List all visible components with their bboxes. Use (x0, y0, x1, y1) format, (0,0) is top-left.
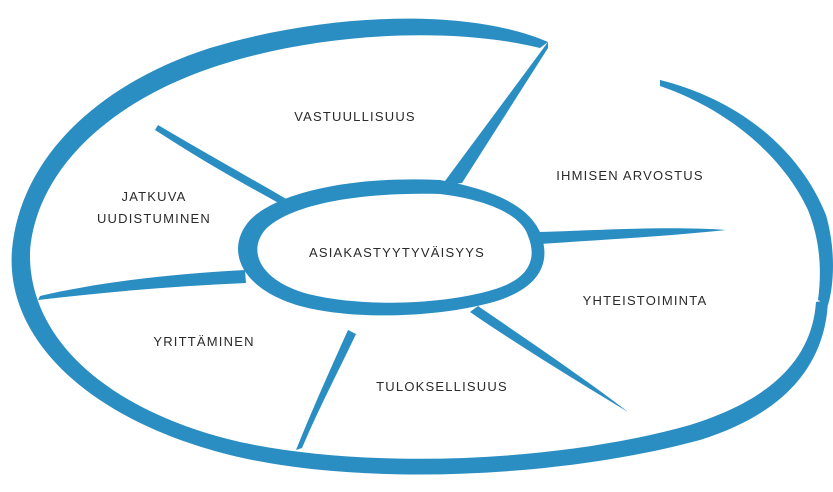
spoke-bottom-right (470, 306, 628, 412)
outer-ring-right (660, 80, 833, 305)
spoke-left (38, 270, 246, 300)
label-jatkuva-line1: JATKUVA (121, 189, 187, 204)
spoke-bottom-left (296, 330, 356, 450)
label-yrittaminen: YRITTÄMINEN (153, 334, 255, 349)
label-ihmisen-arvostus: IHMISEN ARVOSTUS (556, 168, 704, 183)
label-vastuullisuus: VASTUULLISUUS (294, 109, 416, 124)
spoke-top-right (442, 42, 548, 185)
spoke-top-left (155, 125, 288, 206)
center-label: ASIAKASTYYTYVÄISYYS (309, 245, 485, 260)
spoke-right (540, 228, 726, 244)
label-jatkuva-uudistuminen: JATKUVA UUDISTUMINEN (82, 186, 226, 230)
label-tuloksellisuus: TULOKSELLISUUS (376, 379, 508, 394)
label-yhteistoiminta: YHTEISTOIMINTA (582, 293, 708, 308)
label-jatkuva-line2: UUDISTUMINEN (96, 211, 212, 226)
